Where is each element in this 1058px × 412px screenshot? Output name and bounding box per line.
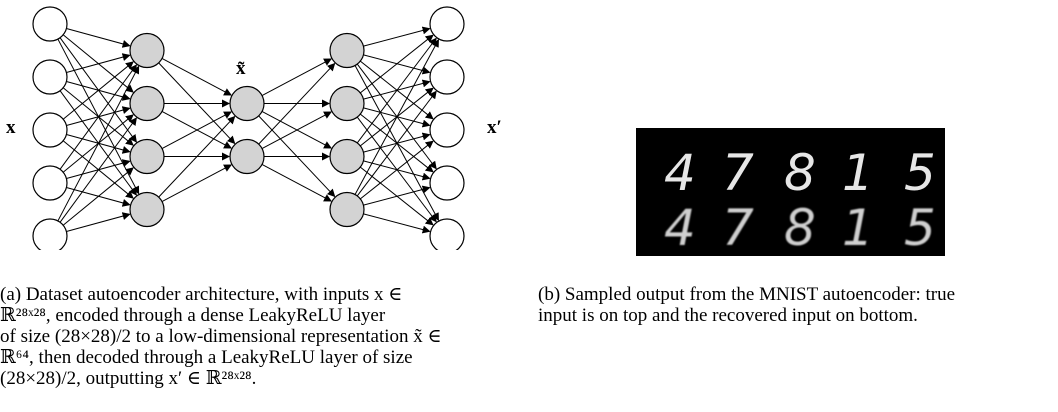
connection-arrow xyxy=(258,62,336,145)
caption-a: (a) Dataset autoencoder architecture, wi… xyxy=(0,284,525,389)
connection-arrow xyxy=(359,34,434,94)
decoder-node xyxy=(329,138,365,175)
connection-arrow xyxy=(62,61,134,120)
connection-arrow xyxy=(261,111,332,149)
true-digit-5: 5 xyxy=(904,144,936,202)
connection-arrow xyxy=(356,37,437,144)
connection-arrow xyxy=(363,213,431,234)
caption-b-line-2: input is on top and the recovered input … xyxy=(538,305,918,326)
true-digit-1: 4 xyxy=(664,144,696,202)
latent-node xyxy=(229,138,265,175)
connection-arrow xyxy=(161,111,232,149)
recovered-digit-5: 5 xyxy=(904,199,936,256)
input-node xyxy=(32,218,68,250)
output-node xyxy=(429,165,465,201)
caption-a-line-2: ℝ²⁸ˣ²⁸, encoded through a dense LeakyReL… xyxy=(0,305,386,326)
connection-arrow xyxy=(363,185,431,206)
true-digit-2: 7 xyxy=(722,144,754,202)
output-label: x′ xyxy=(487,117,502,138)
encoder-node xyxy=(129,85,165,122)
connection-arrow xyxy=(62,167,134,226)
input-node xyxy=(32,59,68,95)
connection-arrow xyxy=(66,27,131,48)
input-label: x xyxy=(6,117,16,138)
connection-arrow xyxy=(363,26,431,47)
recovered-digit-4: 1 xyxy=(842,199,874,256)
caption-b: (b) Sampled output from the MNIST autoen… xyxy=(538,284,1058,326)
connection-arrow xyxy=(158,115,236,198)
recovered-digit-3: 8 xyxy=(784,199,816,256)
decoder-node xyxy=(329,32,365,69)
decoder-node xyxy=(329,85,365,122)
recovered-digit-2: 7 xyxy=(722,199,754,256)
decoder-node xyxy=(329,191,365,228)
connection-arrow xyxy=(59,117,137,223)
connection-arrow xyxy=(356,90,437,197)
encoder-node xyxy=(129,138,165,175)
output-node xyxy=(429,6,465,42)
autoencoder-diagram xyxy=(32,6,465,250)
latent-label: x̃ xyxy=(236,58,246,79)
connection-arrow xyxy=(359,140,434,200)
encoder-node xyxy=(129,32,165,69)
connection-arrow xyxy=(57,65,140,222)
connection-arrow xyxy=(261,164,332,202)
true-digit-3: 8 xyxy=(784,144,816,202)
caption-a-line-4: ℝ⁶⁴, then decoded through a LeakyReLU la… xyxy=(0,347,413,368)
connection-arrow xyxy=(66,212,131,233)
connection-arrow xyxy=(261,58,332,96)
caption-a-line-3: of size (28×28)/2 to a low-dimensional r… xyxy=(0,326,442,347)
connections xyxy=(57,26,439,234)
connection-arrow xyxy=(59,64,137,170)
latent-node xyxy=(229,85,265,122)
caption-a-line-1: (a) Dataset autoencoder architecture, wi… xyxy=(0,284,403,305)
connection-arrow xyxy=(66,53,131,74)
connection-arrow xyxy=(161,58,232,96)
caption-b-line-1: (b) Sampled output from the MNIST autoen… xyxy=(538,284,956,305)
output-node xyxy=(429,218,465,250)
encoder-node xyxy=(129,191,165,228)
input-node xyxy=(32,112,68,148)
output-node xyxy=(429,112,465,148)
caption-a-line-5: (28×28)/2, outputting x′ ∈ ℝ²⁸ˣ²⁸. xyxy=(0,368,257,389)
true-digit-4: 1 xyxy=(842,144,874,202)
input-node xyxy=(32,6,68,42)
connection-arrow xyxy=(161,164,232,202)
output-node xyxy=(429,59,465,95)
recovered-digit-1: 4 xyxy=(664,199,696,256)
input-node xyxy=(32,165,68,201)
connection-arrow xyxy=(354,38,439,195)
